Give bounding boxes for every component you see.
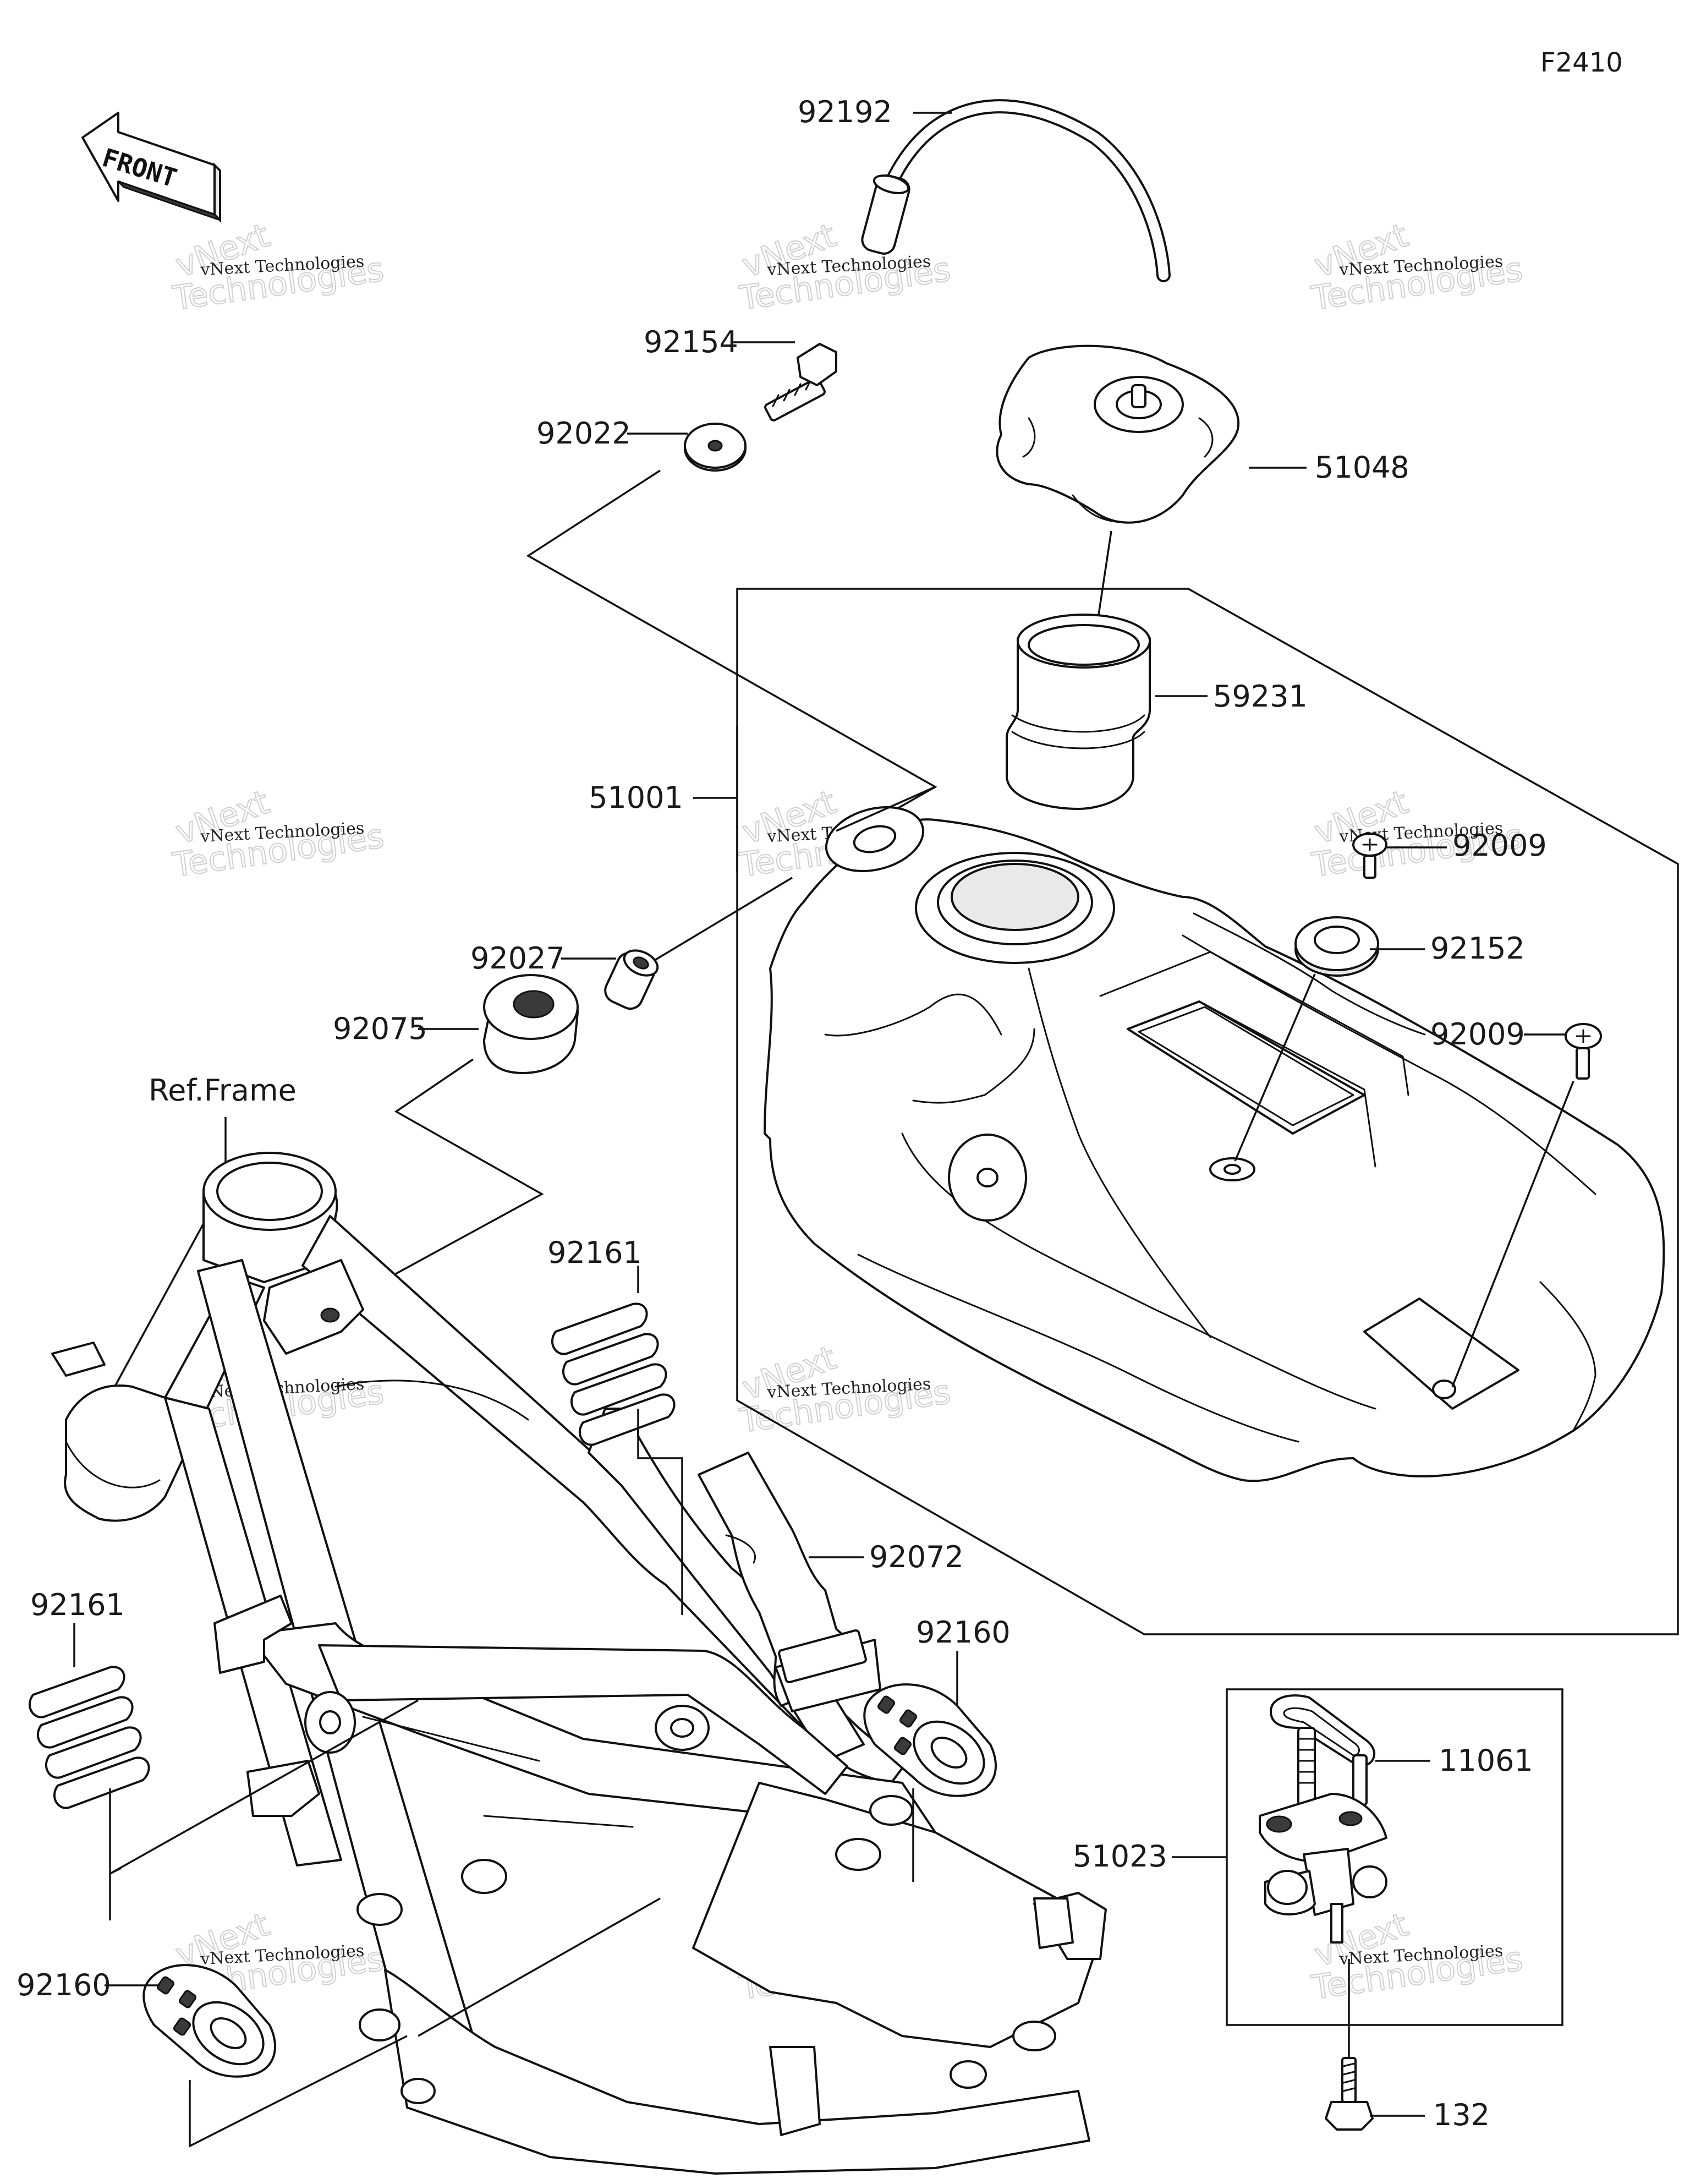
part-label-92075: 92075 (333, 1011, 427, 1046)
fuel-cock-51023 (1259, 1727, 1387, 1944)
part-label-59231: 59231 (1213, 679, 1308, 714)
part-label-92154: 92154 (644, 325, 738, 359)
collar-92027 (604, 949, 659, 1010)
part-label-92022: 92022 (536, 416, 631, 451)
part-label-92161-left: 92161 (30, 1588, 125, 1622)
part-label-92009-upper: 92009 (1452, 828, 1547, 863)
damper-92075 (483, 974, 579, 1074)
part-label-51001: 51001 (589, 780, 683, 815)
tank-outline-bracket (736, 588, 1679, 1635)
part-label-92072: 92072 (869, 1540, 964, 1574)
part-label-92152: 92152 (1430, 931, 1525, 966)
fuel-cock-box (1226, 1688, 1563, 2026)
band-92072 (698, 1452, 881, 1712)
fuel-tank-51001 (764, 806, 1665, 1482)
fuel-cap-51048 (996, 344, 1240, 524)
part-label-92027: 92027 (470, 941, 565, 976)
bolt-132 (1325, 2057, 1374, 2131)
part-label-92160-left: 92160 (17, 1968, 111, 2002)
fuel-filter-59231 (1006, 614, 1151, 810)
frame-reference (51, 1152, 1107, 2175)
breather-hose-92192 (861, 99, 1171, 282)
washer-92022 (684, 423, 747, 472)
grommet-92152 (1294, 916, 1379, 977)
part-label-92160-right: 92160 (916, 1615, 1011, 1650)
part-label-132: 132 (1433, 2098, 1490, 2132)
pad-92161-middle (551, 1302, 676, 1446)
figure-code: F2410 (1540, 47, 1623, 78)
front-arrow-icon: FRONT (81, 112, 221, 223)
damper-92160-left (142, 1964, 276, 2078)
part-label-92009-lower: 92009 (1430, 1017, 1525, 1052)
part-label-92192: 92192 (798, 95, 892, 129)
gasket-11061 (1270, 1694, 1376, 1767)
part-label-11061: 11061 (1439, 1743, 1533, 1778)
damper-92160-right (863, 1683, 997, 1797)
ref-frame-label: Ref.Frame (149, 1073, 297, 1108)
screw-92009-lower (1565, 1023, 1602, 1080)
part-label-51023: 51023 (1073, 1839, 1167, 1874)
bolt-92154 (764, 343, 837, 422)
pad-92161-left (29, 1666, 150, 1809)
part-label-92161-middle: 92161 (547, 1235, 642, 1270)
screw-92009-upper (1352, 833, 1387, 879)
part-label-51048: 51048 (1315, 450, 1409, 485)
